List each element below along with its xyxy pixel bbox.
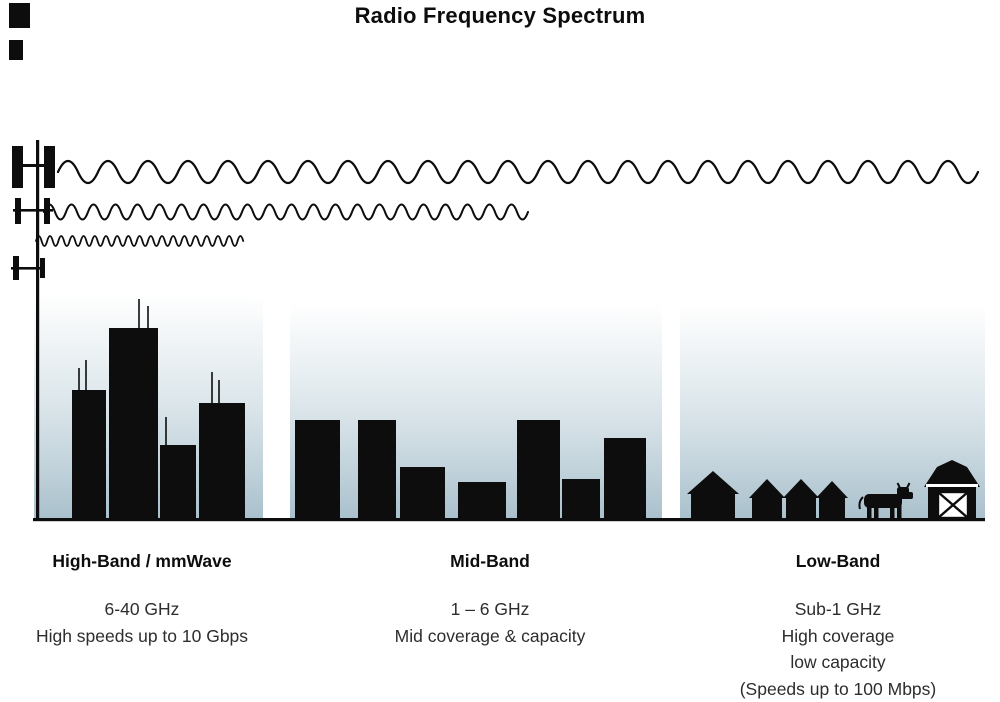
band-freq-mid: 1 – 6 GHz xyxy=(330,596,650,623)
building xyxy=(295,420,340,520)
band-desc-high: High speeds up to 10 Gbps xyxy=(10,623,274,650)
skyscraper xyxy=(109,328,158,520)
wave-low-band-icon xyxy=(58,161,978,183)
building xyxy=(517,420,560,520)
band-label-mid: Mid-Band 1 – 6 GHz Mid coverage & capaci… xyxy=(330,551,650,649)
band-label-low: Low-Band Sub-1 GHz High coverage low cap… xyxy=(690,551,986,702)
building xyxy=(458,482,506,520)
band-name-low: Low-Band xyxy=(690,551,986,572)
page-title: Radio Frequency Spectrum xyxy=(0,3,1000,29)
wave-high-band-icon xyxy=(36,236,243,246)
building xyxy=(400,467,445,520)
skyscraper xyxy=(160,445,196,520)
band-desc-low-3: (Speeds up to 100 Mbps) xyxy=(690,676,986,702)
corner-mark xyxy=(9,40,23,60)
building xyxy=(604,438,646,520)
band-desc-mid: Mid coverage & capacity xyxy=(330,623,650,650)
wave-mid-band-icon xyxy=(44,205,528,220)
building xyxy=(562,479,600,520)
skyscraper xyxy=(199,403,245,520)
band-name-mid: Mid-Band xyxy=(330,551,650,572)
building xyxy=(358,420,396,520)
band-desc-low-1: High coverage xyxy=(690,623,986,650)
band-freq-low: Sub-1 GHz xyxy=(690,596,986,623)
ground-baseline xyxy=(33,518,985,521)
band-desc-low-2: low capacity xyxy=(690,649,986,676)
skyscraper xyxy=(72,390,106,520)
band-name-high: High-Band / mmWave xyxy=(10,551,274,572)
band-label-high: High-Band / mmWave 6-40 GHz High speeds … xyxy=(10,551,274,649)
radio-waves xyxy=(36,161,978,246)
band-freq-high: 6-40 GHz xyxy=(10,596,274,623)
